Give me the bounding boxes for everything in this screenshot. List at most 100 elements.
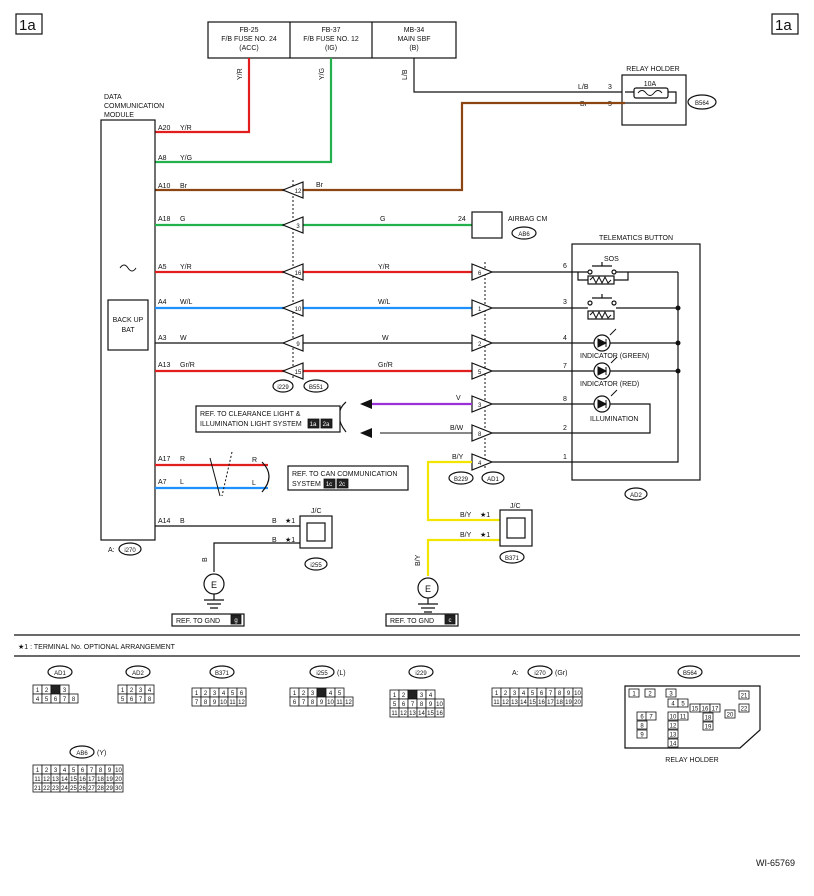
pinout-pin: 12	[400, 711, 407, 717]
pinout-pin: 3	[63, 688, 67, 694]
pinout-pin: 29	[106, 786, 113, 792]
relay-fuse-rating: 10A	[644, 81, 657, 88]
pinout-pin: 5	[681, 702, 685, 708]
pinout-pin: 19	[705, 725, 712, 731]
pinout-pin: 5	[45, 697, 49, 703]
fuse-2-name: F/B FUSE NO. 12	[303, 36, 359, 43]
connector-i255-label: i255	[310, 563, 322, 569]
pinout-pin: 2	[45, 768, 49, 774]
pinout-pin: 16	[538, 700, 545, 706]
pinout-pin: 3	[54, 768, 58, 774]
ref-can-tag1: 1c	[326, 482, 332, 488]
pinout-pin: 7	[63, 697, 67, 703]
fuse-2-id: FB-37	[321, 27, 340, 34]
wire-br	[155, 101, 625, 192]
pinout-cell	[628, 688, 640, 698]
telematics-pin: 6	[563, 263, 567, 270]
wire-by-jc	[426, 460, 500, 522]
pinout-pin: 15	[427, 711, 434, 717]
i229-pin: 12	[295, 189, 302, 195]
pinout-cell	[343, 696, 354, 707]
pinout-label-oval	[47, 665, 73, 679]
pinout-pin: 24	[61, 786, 68, 792]
pinout-label: B371	[215, 671, 230, 677]
dcm-title-1: DATA	[104, 94, 122, 101]
pinout-pin: 10	[220, 700, 227, 706]
airbag-cm: 24 AIRBAG CM AB6	[458, 211, 547, 240]
can-wire-r: R	[252, 457, 257, 464]
pinout-pin: 13	[511, 700, 518, 706]
pinout-pin: 12	[502, 700, 509, 706]
dcm-pin: A17	[158, 456, 171, 463]
pinout-pin: 12	[345, 700, 352, 706]
pinout-pin: 10	[670, 715, 677, 721]
wire-label-ig: Y/G	[319, 68, 326, 80]
pinout-label-oval	[408, 665, 434, 679]
telematics-title: TELEMATICS BUTTON	[599, 235, 673, 242]
dcm-pin-wire: Y/R	[180, 125, 192, 132]
airbag-connector: AB6	[518, 232, 530, 238]
pinout-pin: 6	[240, 691, 244, 697]
pinout-pin: 3	[311, 691, 315, 697]
page-label-box-left	[15, 13, 43, 35]
pinout-cell	[709, 703, 721, 713]
ref-gnd-c-tag: c	[449, 618, 452, 624]
ref-can-tag2: 2c	[339, 482, 345, 488]
pinout-pin: 9	[108, 768, 112, 774]
pinout-pin: 7	[195, 700, 199, 706]
pinout-pin: 1	[393, 693, 397, 699]
pinout-cell	[667, 729, 679, 739]
dcm-backup-1: BACK UP	[113, 317, 144, 324]
pinout-pin: 25	[70, 786, 77, 792]
telematics-pin: 4	[563, 335, 567, 342]
telematics-button: TELEMATICS BUTTON SOS 6 3 4 7 8 2 1 INDI…	[492, 235, 701, 501]
pinout-label: AD1	[54, 671, 66, 677]
pinout-pin: 30	[115, 786, 122, 792]
jc-right-wire2: B/Y	[460, 532, 472, 539]
pinout-pin: 15	[70, 777, 77, 783]
pinout-pin: 2	[504, 691, 508, 697]
pinout-pin: 26	[79, 786, 86, 792]
pinout-pin: 3	[513, 691, 517, 697]
pinout-cell	[702, 712, 714, 722]
pinout-pin: 14	[418, 711, 425, 717]
pinout-pin: 14	[670, 742, 677, 748]
pinout-cell	[113, 782, 124, 793]
page-label-box-right	[771, 13, 799, 35]
pinout-pin: 12	[238, 700, 245, 706]
jc-left-star1: ★1	[285, 517, 295, 525]
dcm-pin-wire: Y/R	[180, 264, 192, 271]
pinout-cell	[738, 703, 750, 713]
star-note: ★1 : TERMINAL No. OPTIONAL ARRANGEMENT	[18, 643, 176, 651]
dcm-pin-wire: G	[180, 216, 185, 223]
pinout-pin: 2	[402, 693, 406, 699]
mid-wire-g: G	[380, 216, 385, 223]
page-label-left: 1a	[19, 17, 36, 34]
pinout-pin: 13	[52, 777, 59, 783]
pinout-pin: 9	[429, 702, 433, 708]
relay-wire-lb: L/B	[578, 84, 589, 91]
dcm-connector-label: A:	[108, 547, 115, 554]
ref-clearance-box: REF. TO CLEARANCE LIGHT & ILLUMINATION L…	[195, 405, 341, 433]
pinout-pin: 7	[139, 697, 143, 703]
ad1-wire-v: V	[456, 395, 461, 402]
pinout-pin: 19	[565, 700, 572, 706]
indicator-green-label: INDICATOR (GREEN)	[580, 353, 649, 360]
mid-wire-wl: W/L	[378, 299, 391, 306]
pinout-pin: 12	[43, 777, 50, 783]
telematics-pin: 7	[563, 363, 567, 370]
pinout-cell	[738, 690, 750, 700]
ref-gnd-c: REF. TO GND	[390, 618, 434, 625]
ad1-pin: 2	[478, 342, 482, 348]
pinout-pin: 14	[520, 700, 527, 706]
pinout-pin: 6	[81, 768, 85, 774]
pinout-pin: 2	[648, 692, 652, 698]
wire-acc-yr	[155, 58, 251, 134]
pinout-pin: 10	[436, 702, 443, 708]
pinout-cell	[645, 711, 657, 721]
pinout-pin: 11	[493, 700, 500, 706]
pinout-pin: 1	[121, 688, 125, 694]
